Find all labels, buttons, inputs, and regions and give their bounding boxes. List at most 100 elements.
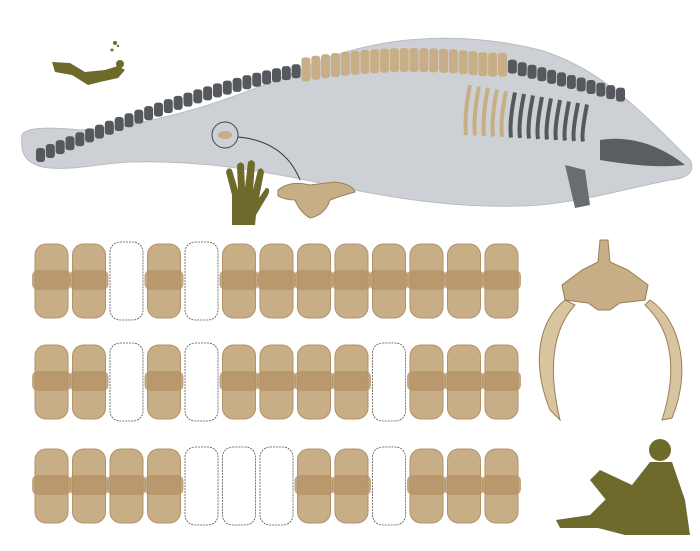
whale-vertebra — [163, 99, 173, 114]
whale-vertebra — [606, 85, 616, 100]
whale-rib — [553, 99, 562, 141]
callout-line — [237, 136, 301, 181]
whale-vertebra — [45, 144, 55, 159]
missing-vertebra-outline — [109, 342, 144, 422]
whale-vertebra — [183, 92, 193, 107]
whale-vertebra — [360, 49, 370, 74]
whale-vertebra — [596, 82, 606, 97]
whale-rib — [472, 86, 481, 136]
whale-vertebra — [193, 89, 203, 104]
missing-vertebra-outline — [259, 446, 294, 526]
whale-vertebra — [144, 106, 154, 121]
vertebra-process — [32, 371, 71, 391]
whale-vertebra — [330, 52, 340, 77]
whale-rib — [490, 89, 499, 137]
vertebra-process — [332, 475, 371, 495]
whale-vertebra — [134, 109, 144, 124]
vertebra-process — [144, 371, 184, 391]
whale-vertebra — [370, 49, 380, 74]
whale-rib — [481, 87, 490, 137]
whale-rib — [544, 98, 553, 140]
whale-body-silhouette — [21, 37, 693, 207]
whale-vertebra — [262, 70, 272, 85]
whale-vertebra — [65, 136, 75, 151]
whale-vertebra — [527, 64, 537, 79]
missing-vertebra-outline — [184, 446, 219, 526]
vertebra-process — [444, 371, 484, 391]
whale-vertebra — [94, 124, 104, 139]
seated-person-silhouette-icon — [556, 439, 690, 535]
vertebra-row-dorsal — [32, 241, 521, 321]
whale-vertebra — [429, 48, 439, 73]
vertebra-process — [144, 270, 184, 290]
whale-vertebra — [409, 48, 419, 73]
whale-vertebra — [340, 51, 350, 76]
whale-vertebra — [321, 54, 331, 79]
vertebra-process — [482, 270, 521, 290]
whale-rib — [463, 84, 472, 136]
whale-vertebra — [498, 52, 508, 77]
whale-vertebra — [203, 86, 213, 101]
whale-vertebra — [104, 120, 114, 135]
whale-vertebra — [311, 55, 321, 80]
whale-rib — [526, 95, 535, 139]
rib-bone-illustration — [538, 239, 683, 422]
pelvis-bone-illustration — [277, 181, 356, 219]
whale-vertebra — [557, 72, 567, 87]
whale-reconstruction — [21, 37, 693, 208]
missing-vertebra-outline — [184, 342, 219, 422]
vertebra-process — [294, 270, 334, 290]
vertebra-process — [482, 371, 521, 391]
vertebra-process — [407, 270, 446, 290]
whale-vertebra — [232, 77, 242, 92]
whale-vertebra — [173, 95, 183, 110]
vertebra-process — [294, 475, 334, 495]
whale-rib — [571, 102, 580, 142]
vertebra-process — [332, 371, 371, 391]
vertebra-row-lateral — [32, 342, 521, 422]
vertebra-process — [69, 475, 109, 495]
whale-vertebra — [399, 48, 409, 73]
whale-vertebra — [350, 50, 360, 75]
whale-vertebra — [478, 52, 488, 77]
whale-spine — [36, 48, 625, 162]
whale-vertebra — [301, 57, 311, 82]
whale-flipper — [565, 165, 590, 208]
whale-vertebra — [458, 50, 468, 75]
vertebra-process — [407, 475, 446, 495]
whale-vertebra — [75, 132, 85, 147]
missing-vertebra-outline — [222, 446, 256, 526]
vertebra-process — [369, 270, 409, 290]
whale-vertebra — [380, 48, 390, 73]
vertebrae-rows — [32, 241, 521, 526]
whale-vertebra — [389, 48, 399, 73]
vertebra-process — [257, 371, 296, 391]
vertebra-process — [69, 371, 109, 391]
vertebra-process — [69, 270, 109, 290]
vertebra-process — [32, 270, 71, 290]
whale-vertebra — [616, 87, 625, 102]
whale-vertebra — [36, 148, 45, 162]
whale-rib — [580, 104, 589, 143]
whale-vertebra — [448, 49, 458, 74]
whale-vertebra — [488, 52, 498, 77]
whale-rib — [535, 96, 544, 140]
whale-vertebra — [468, 51, 478, 76]
whale-vertebra — [547, 69, 557, 84]
vertebra-process — [219, 371, 259, 391]
whale-skull — [600, 138, 685, 167]
missing-vertebra-outline — [372, 342, 406, 422]
whale-rib — [517, 93, 526, 139]
missing-vertebra-outline — [372, 446, 406, 526]
whale-vertebra — [517, 62, 527, 77]
whale-vertebra — [271, 68, 281, 83]
rib-right — [644, 299, 683, 421]
hand-silhouette-icon — [226, 160, 270, 225]
vertebra-process — [32, 475, 71, 495]
whale-rib — [508, 92, 517, 138]
whale-vertebra — [537, 67, 547, 82]
rib-left — [538, 299, 576, 422]
whale-vertebra — [124, 113, 134, 128]
